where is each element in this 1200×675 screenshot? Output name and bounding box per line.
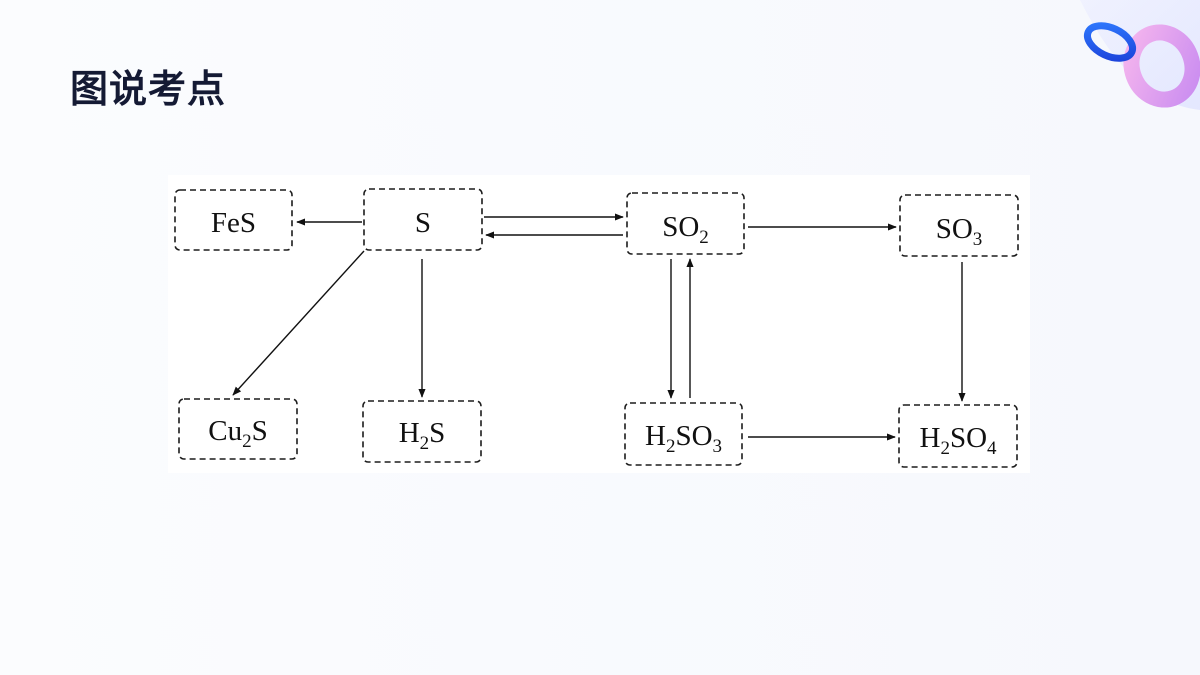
node-box-h2so4 bbox=[898, 404, 1018, 468]
ring-decoration-icon bbox=[1080, 0, 1200, 110]
node-label-h2s: H2S bbox=[399, 417, 446, 454]
arrow-s-to-cu2s bbox=[232, 250, 365, 396]
node-box-fes bbox=[174, 189, 293, 251]
node-label-so3: SO3 bbox=[936, 213, 983, 250]
node-box-h2s bbox=[362, 400, 482, 463]
diagram-panel: FeS S SO2 SO3 Cu2S H2S H2SO3 H2SO4 bbox=[168, 175, 1030, 473]
node-box-so3 bbox=[899, 194, 1019, 257]
node-label-h2so3: H2SO3 bbox=[645, 420, 722, 457]
node-box-so2 bbox=[626, 192, 745, 255]
node-label-fes: FeS bbox=[211, 207, 256, 239]
node-label-so2: SO2 bbox=[662, 211, 709, 248]
node-label-cu2s: Cu2S bbox=[208, 415, 267, 452]
node-label-s: S bbox=[415, 207, 431, 239]
node-box-s bbox=[363, 188, 483, 251]
node-box-cu2s bbox=[178, 398, 298, 460]
sulfur-conversion-diagram: FeS S SO2 SO3 Cu2S H2S H2SO3 H2SO4 bbox=[174, 188, 1019, 468]
node-box-h2so3 bbox=[624, 402, 743, 466]
page-title: 图说考点 bbox=[70, 67, 227, 111]
node-label-h2so4: H2SO4 bbox=[919, 422, 997, 459]
